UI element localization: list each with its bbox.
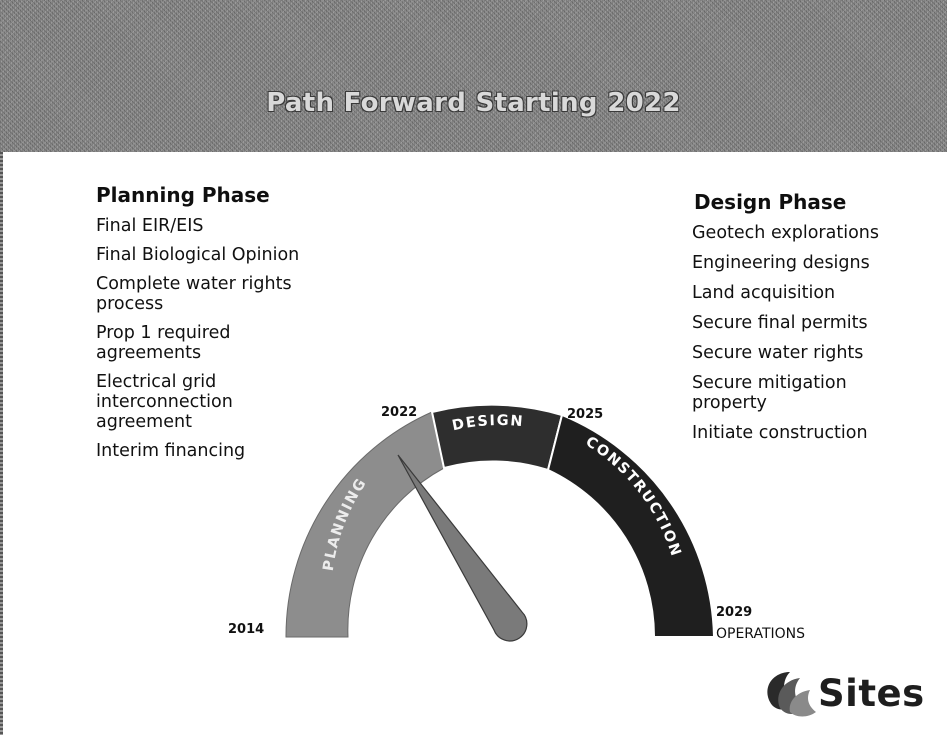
planning-segment (285, 411, 445, 638)
year-2014-label: 2014 (228, 622, 264, 637)
planning-item: Complete water rights process (96, 274, 292, 314)
design-item: Initiate construction (692, 423, 868, 443)
design-item: Secure final permits (692, 313, 868, 333)
planning-item: Prop 1 required agreements (96, 323, 231, 363)
design-phase-list: Geotech explorations Engineering designs… (692, 223, 944, 443)
construction-segment (546, 413, 716, 638)
design-item: Geotech explorations (692, 223, 879, 243)
planning-item: Interim financing (96, 441, 246, 461)
title-banner: Path Forward Starting 2022 (0, 0, 947, 152)
sites-logo (767, 672, 816, 717)
slide-left-edge (0, 0, 3, 735)
year-2029-label: 2029 (716, 605, 752, 620)
year-2025-label: 2025 (567, 407, 603, 422)
slide-title: Path Forward Starting 2022 (266, 88, 681, 118)
planning-item: Final EIR/EIS (96, 216, 204, 236)
design-phase-heading: Design Phase (694, 190, 847, 214)
planning-phase-heading: Planning Phase (96, 183, 270, 207)
design-item: Land acquisition (692, 283, 836, 303)
planning-phase-list: Final EIR/EIS Final Biological Opinion C… (96, 216, 371, 461)
design-item: Engineering designs (692, 253, 870, 273)
design-item: Secure water rights (692, 343, 864, 363)
logo-wordmark: Sites (818, 672, 925, 715)
gauge-needle (397, 454, 528, 642)
planning-item: Electrical grid interconnection agreemen… (96, 372, 233, 432)
leaf-swirl-icon (767, 672, 816, 717)
design-segment-label: DESIGN (451, 413, 525, 434)
operations-label: OPERATIONS (716, 626, 805, 642)
design-item: Secure mitigation property (692, 373, 847, 413)
timeline-gauge: PLANNING DESIGN CONSTRUCTION 2014 2022 2… (228, 403, 805, 642)
year-2022-label: 2022 (381, 405, 417, 420)
planning-item: Final Biological Opinion (96, 245, 300, 265)
